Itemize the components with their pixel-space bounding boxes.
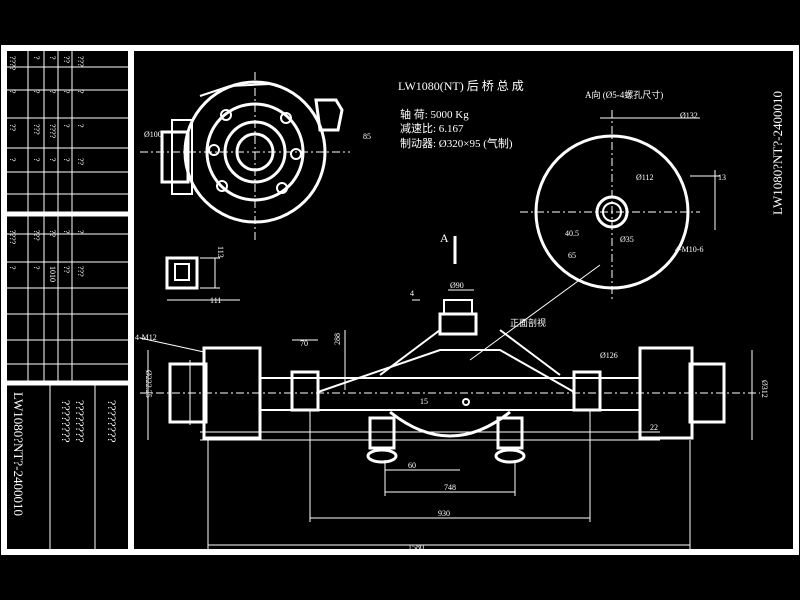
- axle-assembly: [139, 264, 760, 550]
- title-block-mark: ??: [62, 266, 71, 274]
- title-block-mark: ?: [76, 124, 85, 128]
- title-block-mark: ?: [76, 230, 85, 234]
- title-block-mark: ?: [76, 90, 85, 94]
- title-block-row-marks-mid: ?????????????1010?????: [8, 230, 85, 282]
- title-block-mark: ?: [62, 124, 71, 128]
- title-block-mark: ?: [48, 90, 57, 94]
- dim-a2: Ø112: [636, 173, 653, 182]
- dim-a6: Ø35: [620, 235, 634, 244]
- title-block-mark: ?: [32, 90, 41, 94]
- title-block-mark: ?: [32, 266, 41, 270]
- view-a-label: A: [440, 231, 449, 245]
- title-block-mark: ??: [48, 230, 57, 238]
- spec-line-2: 减速比: 6.167: [400, 122, 464, 135]
- spec-heading: LW1080(NT) 后 桥 总 成: [398, 79, 524, 93]
- title-block-mark: ?: [32, 158, 41, 162]
- vertical-code-right: LW1080?NT?-2400010: [770, 91, 785, 215]
- outer-frame: [1, 45, 799, 555]
- dim-n100: Ø100: [144, 130, 162, 139]
- dim-85: 85: [363, 132, 371, 141]
- dim-sq1: 113: [216, 246, 225, 258]
- vertical-code-left: LW1080?NT?-2400010: [11, 392, 26, 516]
- title-block-mark: ???: [76, 56, 85, 67]
- a-view-drum: [520, 110, 720, 300]
- dim-left-d: Ø222.25: [144, 370, 153, 398]
- dim-60: 60: [408, 461, 416, 470]
- dim-a4: 13: [718, 173, 726, 182]
- dim-4: 4: [410, 289, 414, 298]
- title-block-mark: ?: [8, 266, 17, 270]
- dim-left-side: 4-M12: [135, 333, 157, 342]
- view-a-title: A向 (Ø5-4螺孔尺寸): [585, 89, 663, 100]
- title-block-mark: ?: [8, 158, 17, 162]
- title-block-mark: ??: [8, 124, 17, 132]
- hub-note: 4-M10-6: [675, 245, 703, 254]
- dim-brake: Ø312: [760, 380, 769, 398]
- spec-line-1: 轴 荷: 5000 Kg: [400, 107, 469, 121]
- title-block-mark: ?: [62, 230, 71, 234]
- title-block-mark: ?: [48, 158, 57, 162]
- square-part: [165, 256, 240, 301]
- title-block-mid: [4, 214, 131, 383]
- title-block-mark: ??: [76, 158, 85, 166]
- title-block-top: [4, 48, 131, 214]
- dim-sq2: 111: [210, 296, 221, 305]
- title-block-mark: ????: [48, 124, 57, 139]
- title-block-mark: ????: [8, 230, 17, 245]
- dim-height: 288: [333, 333, 342, 345]
- title-block-col1-line2: ????????: [73, 400, 87, 443]
- title-block-mark: ?: [48, 56, 57, 60]
- title-block-bottom: [49, 383, 96, 552]
- section-note: 正面剖视: [510, 317, 546, 328]
- end-view-hub: [140, 72, 350, 240]
- dim-flange: Ø90: [450, 281, 464, 290]
- spec-line-3: 制动器: Ø320×95 (气制): [400, 136, 513, 150]
- title-block-mark: ???: [32, 124, 41, 135]
- dim-15: 15: [420, 397, 428, 406]
- title-block-mark: ??: [62, 56, 71, 64]
- dim-overall: 1580: [408, 543, 424, 552]
- title-block-mark: 1010: [48, 266, 57, 282]
- title-block-row-marks-top: ?????????????????????????????????: [8, 56, 85, 166]
- title-block-col2-line1: ????????: [105, 400, 119, 443]
- dim-spring: 748: [444, 483, 456, 492]
- title-block-mark: ???: [32, 230, 41, 241]
- dim-22: 22: [650, 423, 658, 432]
- title-block-mark: ???: [76, 266, 85, 277]
- dim-track: 930: [438, 509, 450, 518]
- dim-a1: Ø132: [680, 111, 698, 120]
- title-block-mark: ?: [32, 56, 41, 60]
- title-block-mark: ?: [62, 158, 71, 162]
- title-block-col1-line1: ????????: [59, 400, 73, 443]
- dim-a3: 65: [568, 251, 576, 260]
- title-block-mark: ?: [62, 90, 71, 94]
- dim-top-flange: Ø126: [600, 351, 618, 360]
- title-block-mark: ????: [8, 56, 17, 71]
- dim-70: 70: [300, 339, 308, 348]
- dim-a5: 40.5: [565, 229, 579, 238]
- title-block-mark: ?: [8, 90, 17, 94]
